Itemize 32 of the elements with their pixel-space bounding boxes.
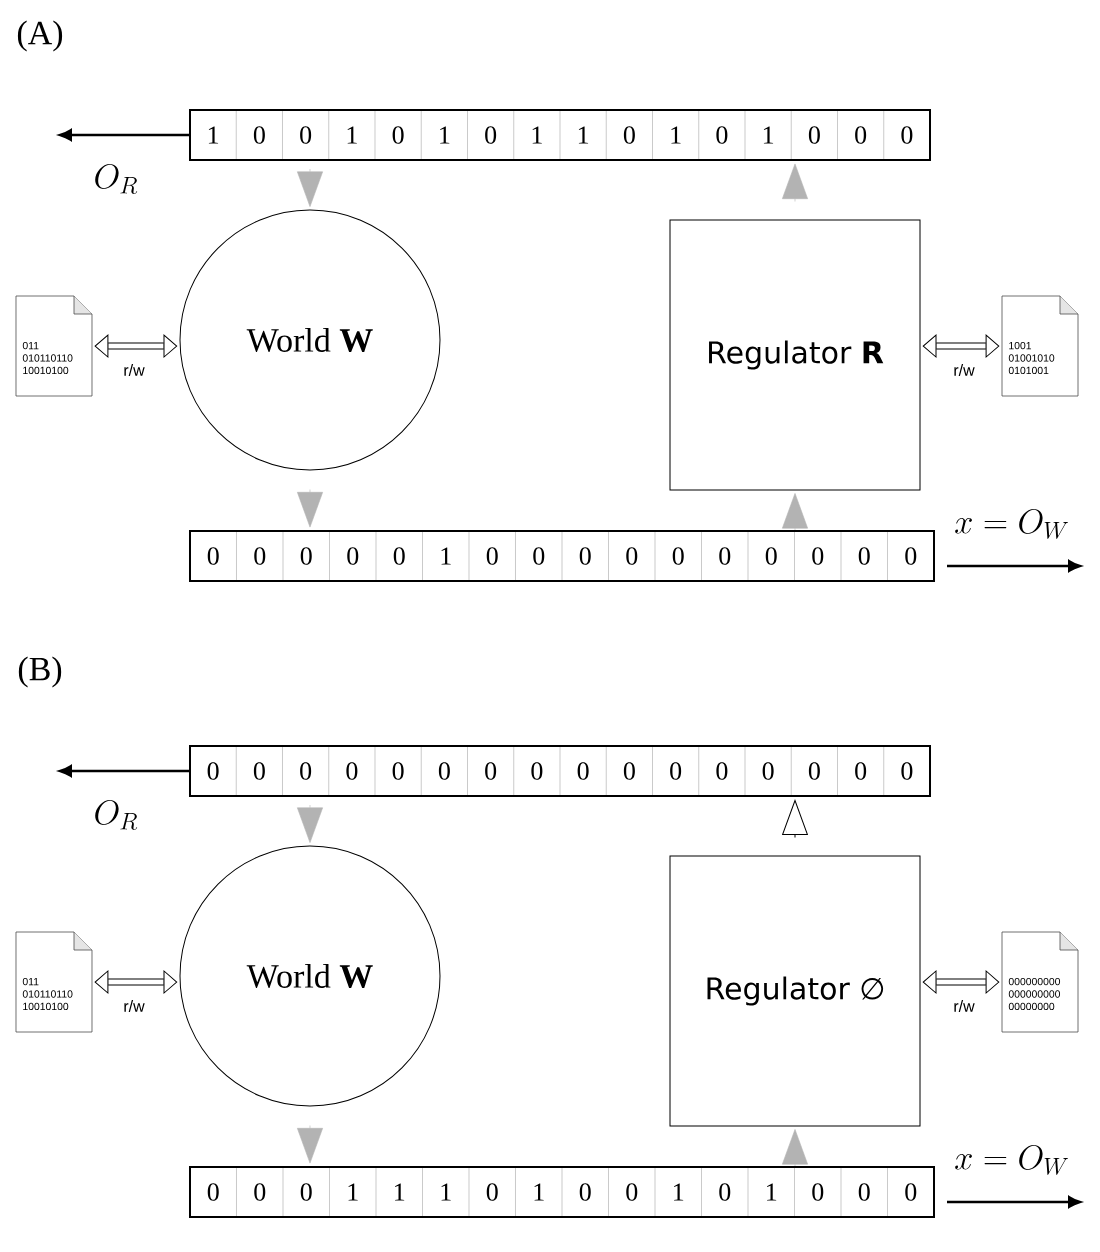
edge-label: r/w (124, 364, 145, 376)
triangle-arrow (782, 1129, 808, 1167)
triangle-arrow (782, 800, 808, 838)
regulator-box: Regulator ∅ (669, 855, 921, 1127)
double-arrow (922, 334, 1000, 358)
triangle-arrow (297, 489, 323, 528)
triangle-arrow (782, 163, 808, 202)
edge-label: r/w (954, 1000, 975, 1012)
panel-label: (A) (17, 20, 63, 52)
edge-label: $O_R$ (95, 163, 138, 194)
triangle-arrow (297, 804, 323, 843)
regulator-box: Regulator R (669, 219, 921, 491)
tape: 0 0 0 0 0 1 0 0 0 0 0 0 0 0 0 0 (189, 530, 935, 582)
double-arrow (94, 334, 178, 358)
double-arrow (922, 970, 1000, 994)
tape: 0 0 0 1 1 1 0 1 0 0 1 0 1 0 0 0 (189, 1166, 935, 1218)
output-arrow (59, 129, 189, 141)
panel-label: (B) (18, 656, 62, 688)
edge-label: $x = O_W$ (955, 1144, 1068, 1175)
output-arrow (947, 1196, 1081, 1208)
edge-label: r/w (124, 1000, 145, 1012)
edge-label: $O_R$ (95, 799, 138, 830)
output-arrow (947, 560, 1081, 572)
triangle-arrow (297, 1125, 323, 1164)
output-arrow (59, 765, 189, 777)
tape: 1 0 0 1 0 1 0 1 1 0 1 0 1 0 0 0 (189, 109, 931, 161)
double-arrow (94, 970, 178, 994)
triangle-arrow (297, 168, 323, 207)
triangle-arrow (782, 493, 808, 531)
tape: 0 0 0 0 0 0 0 0 0 0 0 0 0 0 0 0 (189, 745, 931, 797)
edge-label: r/w (954, 364, 975, 376)
edge-label: $x = O_W$ (955, 508, 1068, 539)
